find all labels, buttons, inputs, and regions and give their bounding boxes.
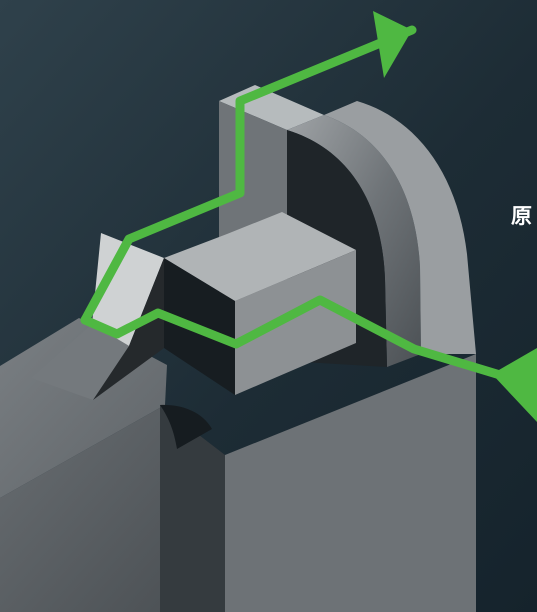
side-label: 原: [511, 206, 532, 227]
